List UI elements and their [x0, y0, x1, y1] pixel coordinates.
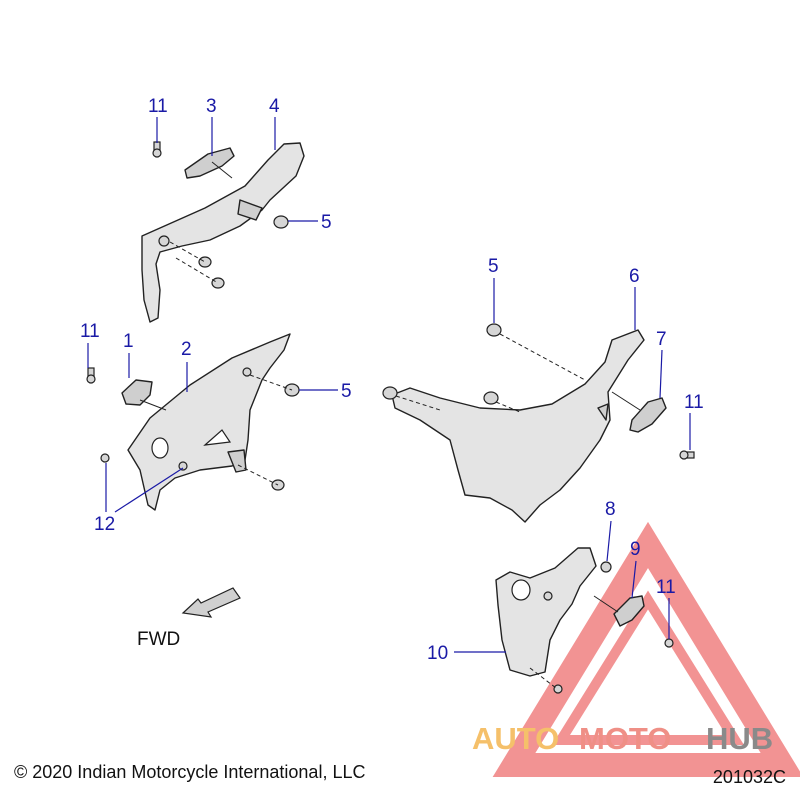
- part-9-clip: [593, 595, 645, 627]
- screw-11-top: [152, 141, 162, 158]
- callout-10: 10: [427, 643, 448, 664]
- part-1-clip: [121, 379, 167, 411]
- callout-6: 6: [629, 266, 640, 287]
- screw-8: [600, 561, 612, 573]
- copyright-text: © 2020 Indian Motorcycle International, …: [14, 762, 366, 782]
- callout-12: 12: [94, 514, 115, 535]
- callout-11: 11: [148, 96, 168, 117]
- callout-1: 1: [123, 331, 134, 352]
- grommet-5-top: [198, 215, 289, 289]
- figure-id: 201032C: [712, 767, 786, 787]
- callout-11: 11: [80, 321, 100, 342]
- part-2-lower-panel: [127, 333, 291, 511]
- callout-5: 5: [321, 212, 332, 233]
- callout-7: 7: [656, 329, 667, 350]
- callout-11: 11: [684, 392, 704, 413]
- grommet-5-mid: [271, 383, 300, 491]
- callout-11: 11: [656, 577, 676, 598]
- watermark-moto: MOTO: [579, 721, 671, 756]
- watermark-hub: HUB: [706, 721, 773, 756]
- forward-arrow-icon: [181, 587, 241, 618]
- part-10-lower-cover: [495, 547, 597, 677]
- callout-5: 5: [341, 381, 352, 402]
- part-4-upper-panel: [141, 142, 305, 323]
- callouts: 11 3 4 5 5 6 11 1 2 7 5 11 12 8 9 11 10: [80, 96, 704, 664]
- screw-11-mid: [86, 367, 96, 384]
- callout-8: 8: [605, 499, 616, 520]
- part-3-clip: [184, 147, 235, 179]
- watermark-auto: AUTO: [472, 721, 559, 756]
- leader-lines: [87, 117, 691, 653]
- callout-2: 2: [181, 339, 192, 360]
- screw-11-right: [679, 450, 695, 460]
- part-7-clip: [611, 391, 667, 433]
- part-6-side-cover: [391, 329, 645, 523]
- screw-12: [100, 453, 188, 471]
- fwd-label: FWD: [137, 629, 180, 650]
- callout-4: 4: [269, 96, 280, 117]
- callout-5: 5: [488, 256, 499, 277]
- grommet-5-right: [382, 323, 502, 405]
- screw-11-bottom: [553, 638, 674, 694]
- watermark-logo-icon: [492, 521, 800, 777]
- callout-9: 9: [630, 539, 641, 560]
- watermark-text: AUTO MOTO HUB: [472, 721, 773, 756]
- callout-3: 3: [206, 96, 217, 117]
